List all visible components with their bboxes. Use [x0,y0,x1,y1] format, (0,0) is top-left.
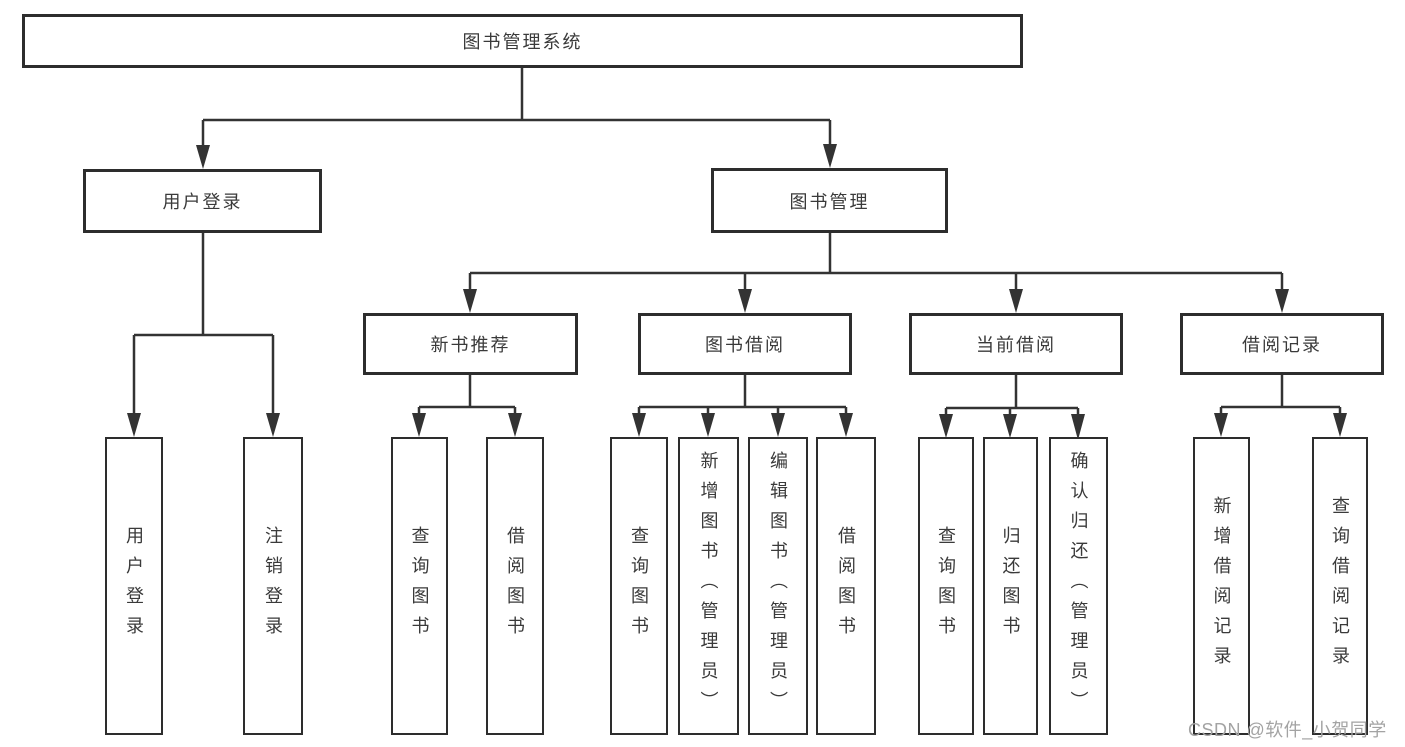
leaf-label: 新增借阅记录 [1211,496,1232,676]
section-label: 借阅记录 [1242,335,1322,355]
leaf-box-query-books-recommend: 查询图书 [391,437,448,735]
leaf-label: 编辑图书（管理员） [768,451,788,721]
connector-login-to-leaves [127,233,280,437]
section-label: 新书推荐 [430,335,511,355]
leaf-label: 查询借阅记录 [1330,496,1350,676]
leaf-label: 借阅图书 [505,526,525,646]
leaf-box-logout: 注销登录 [243,437,303,735]
root-label: 图书管理系统 [462,32,583,52]
leaf-box-borrow-books-recommend: 借阅图书 [486,437,544,735]
leaf-label: 借阅图书 [836,526,856,646]
section-box-new-book-recommend: 新书推荐 [363,313,578,375]
leaf-label: 注销登录 [263,526,283,646]
leaf-box-user-login: 用户登录 [105,437,163,735]
branch-box-user-login: 用户登录 [83,169,322,233]
section-box-borrowing-records: 借阅记录 [1180,313,1384,375]
section-label: 图书借阅 [705,335,785,355]
leaf-label: 查询图书 [936,526,956,646]
branch-box-book-management: 图书管理 [711,168,948,233]
section-label: 当前借阅 [976,335,1056,355]
connector-current-to-leaves [939,375,1085,440]
csdn-watermark: CSDN @软件_小贺同学 [1188,720,1387,740]
leaf-box-edit-books-admin: 编辑图书（管理员） [748,437,808,735]
leaf-label: 查询图书 [409,526,430,646]
leaf-label: 用户登录 [124,526,144,646]
leaf-box-add-borrow-record: 新增借阅记录 [1193,437,1250,735]
leaf-box-add-books-admin: 新增图书（管理员） [678,437,739,735]
leaf-label: 新增图书（管理员） [698,451,719,721]
section-box-book-borrowing: 图书借阅 [638,313,852,375]
branch-label: 用户登录 [162,192,243,212]
leaf-box-query-books-borrowing: 查询图书 [610,437,668,735]
leaf-box-query-borrow-record: 查询借阅记录 [1312,437,1368,735]
leaf-box-return-books: 归还图书 [983,437,1038,735]
leaf-box-query-books-current: 查询图书 [918,437,974,735]
connector-root-to-level2 [196,68,837,169]
branch-label: 图书管理 [789,191,870,212]
leaf-box-confirm-return-admin: 确认归还（管理员） [1049,437,1108,735]
section-box-current-borrowing: 当前借阅 [909,313,1123,375]
leaf-box-borrow-books: 借阅图书 [816,437,876,735]
connector-borrow-to-leaves [632,375,853,437]
leaf-label: 查询图书 [629,526,649,646]
leaf-label: 归还图书 [1000,526,1021,646]
connector-rec-to-leaves [412,375,522,437]
root-box-library-system: 图书管理系统 [22,14,1023,68]
connector-records-to-leaves [1214,375,1347,437]
connector-mgmt-to-level3 [463,233,1289,313]
leaf-label: 确认归还（管理员） [1068,451,1089,721]
